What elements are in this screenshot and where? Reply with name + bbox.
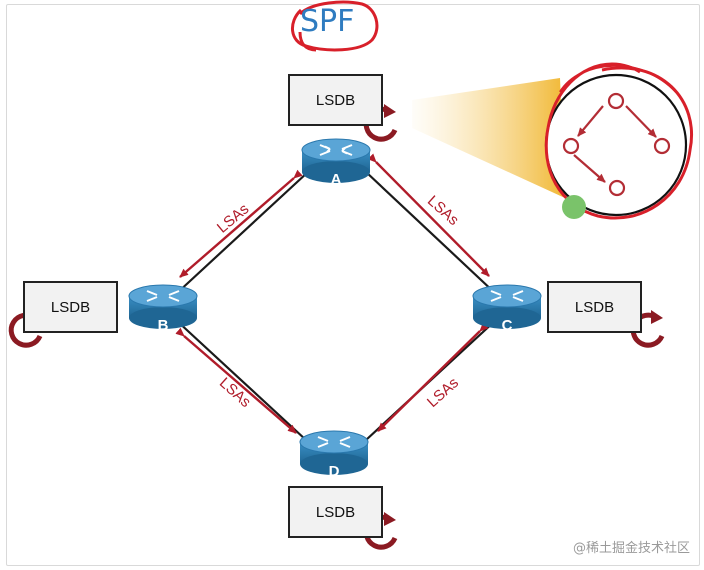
spf-node-root [607,92,625,110]
router-b-icon: B [128,284,198,334]
lsdb-box-d: LSDB [288,486,383,538]
lsa-arrow-a-c [367,153,490,277]
spf-node-left [562,137,580,155]
spf-node-bottom [608,179,626,197]
lsa-arrow-a-b [179,169,303,278]
title-annotation-scribble [291,0,379,52]
watermark: @稀土掘金技术社区 [572,541,690,556]
link-b-d [175,319,307,441]
lsdb-box-a: LSDB [288,74,383,126]
lsdb-label-c: LSDB [574,298,615,316]
pointer-dot [562,195,586,219]
router-d-label: D [329,463,340,480]
link-a-c [365,171,497,295]
lsa-arrow-c-d [377,322,489,432]
link-a-b [175,171,309,295]
spotlight-beam [412,78,565,198]
lsdb-label-a: LSDB [315,91,356,109]
router-b-label: B [158,317,169,334]
router-c-label: C [502,317,513,334]
router-c-icon: C [472,284,542,334]
page-title: SPF [300,4,355,39]
spf-tree-inset [544,62,693,220]
lsa-label-a-c: LSAs [424,192,462,229]
router-a-icon: A [301,138,371,188]
lsa-arrow-b-d [175,327,297,434]
router-d-icon: D [299,430,369,480]
spf-node-right [653,137,671,155]
lsdb-box-c: LSDB [547,281,642,333]
lsdb-box-b: LSDB [23,281,118,333]
lsdb-label-b: LSDB [50,298,91,316]
lsdb-label-d: LSDB [315,503,356,521]
router-a-label: A [331,171,342,188]
